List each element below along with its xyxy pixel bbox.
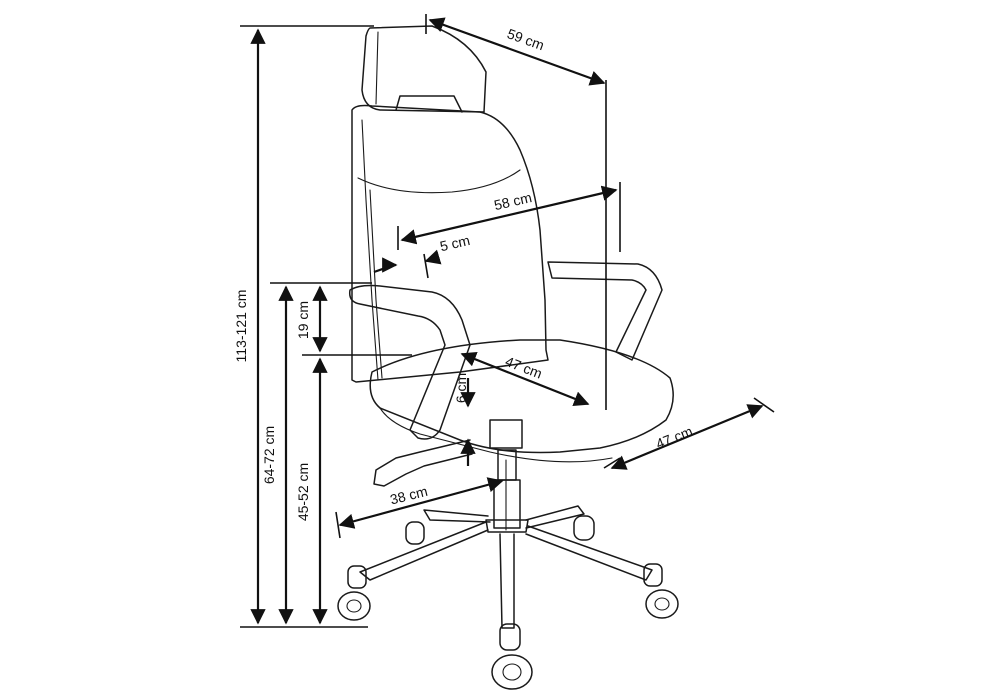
label-armrest-width: 5 cm	[438, 232, 471, 254]
label-total-height: 113-121 cm	[233, 290, 249, 363]
backrest-side-panel	[361, 119, 379, 381]
backrest-outline	[351, 104, 549, 383]
headrest-bracket	[395, 95, 463, 113]
caster-left	[337, 565, 371, 621]
base-spoke-front	[499, 533, 515, 629]
label-seat-height: 45-52 cm	[295, 463, 311, 521]
dim-line-armrest-width	[373, 263, 395, 274]
gas-lift-cover	[493, 479, 521, 529]
base-spoke-back-right	[525, 505, 585, 529]
label-base-radius: 38 cm	[388, 483, 429, 508]
dim-line-overall-width	[428, 17, 606, 86]
caster-back-right	[573, 515, 595, 541]
headrest-inner-line	[375, 31, 379, 105]
label-armrest-height: 64-72 cm	[261, 426, 277, 484]
backrest-side-panel-inner	[369, 189, 383, 379]
caster-right	[643, 563, 679, 619]
label-inner-width: 58 cm	[493, 189, 534, 213]
armrest-left	[348, 284, 471, 440]
base-spoke-left	[359, 521, 489, 581]
label-arm-above-seat: 19 cm	[295, 301, 311, 339]
caster-front	[491, 623, 533, 690]
label-seat-thickness: 6 cm	[453, 373, 469, 403]
base-spoke-right	[525, 525, 653, 581]
seat-edge	[379, 407, 613, 463]
headrest-outline	[361, 25, 487, 113]
dimension-lines	[240, 14, 775, 628]
mechanism-block	[489, 419, 523, 449]
dim-line-inner-width	[400, 185, 618, 245]
armrest-right	[547, 261, 663, 361]
label-seat-width: 47 cm	[653, 423, 694, 452]
dimension-labels: 113-121 cm 64-72 cm 19 cm 45-52 cm 59 cm…	[233, 25, 695, 521]
dim-line-base-radius	[338, 477, 504, 529]
casters	[337, 515, 679, 690]
base-spoke-back-left	[423, 509, 491, 523]
caster-back-left	[405, 521, 425, 545]
dim-line-seat-width	[610, 404, 764, 470]
dim-line-seat-depth	[460, 351, 590, 407]
height-lever	[373, 439, 473, 487]
backrest-stitch	[357, 169, 521, 194]
gas-lift-collar	[485, 519, 529, 533]
